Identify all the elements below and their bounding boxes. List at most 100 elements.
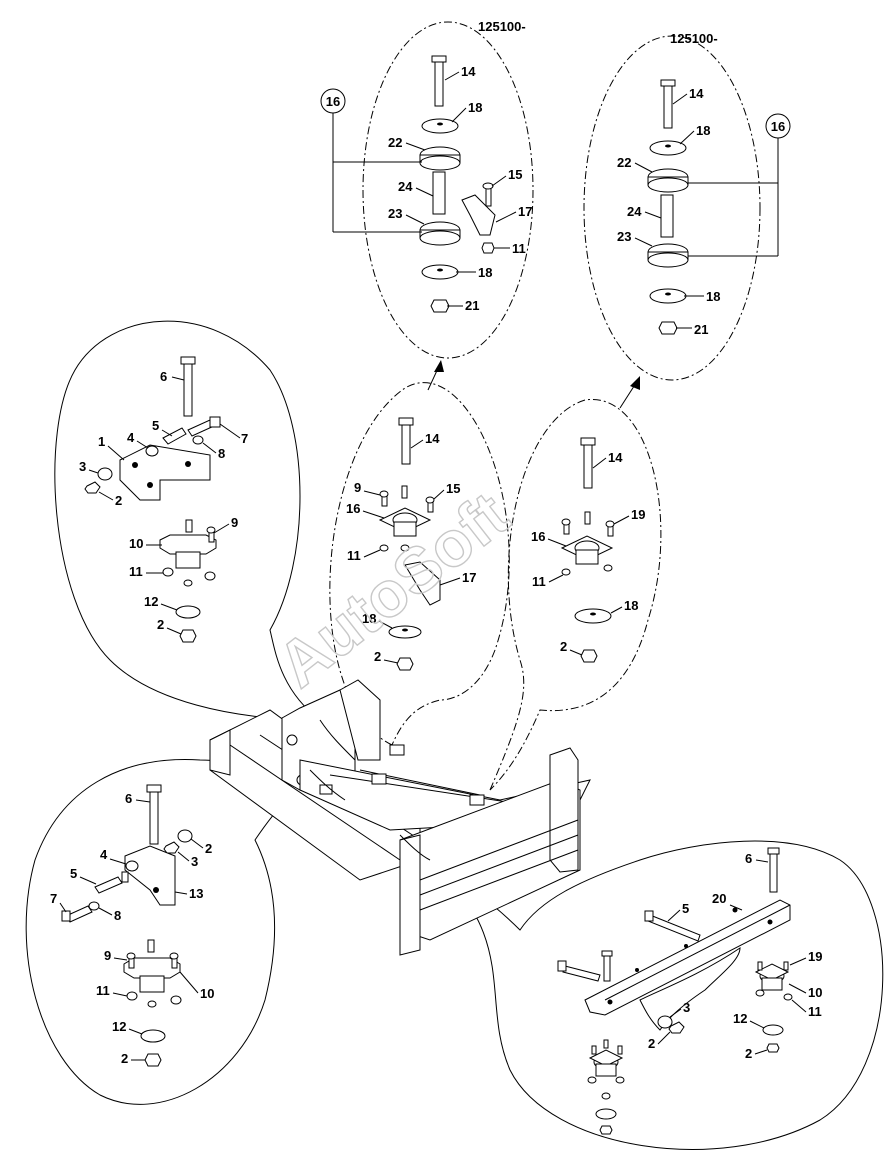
label-5: 5 (70, 866, 77, 881)
label-8: 8 (218, 446, 225, 461)
serial-header-left: 125100- (478, 19, 526, 34)
label-18b: 18 (706, 289, 720, 304)
label-14: 14 (689, 86, 704, 101)
watermark-text: AutoSoft (264, 478, 521, 701)
label-18: 18 (468, 100, 482, 115)
label-10: 10 (808, 985, 822, 1000)
label-14: 14 (425, 431, 440, 446)
label-14: 14 (461, 64, 476, 79)
label-18: 18 (362, 611, 376, 626)
label-4: 4 (127, 430, 135, 445)
left-upper-parts (84, 356, 221, 643)
label-10: 10 (129, 536, 143, 551)
center-labels: 14 9 15 16 11 17 18 2 (346, 431, 476, 664)
label-1: 1 (98, 434, 105, 449)
label-24: 24 (398, 179, 413, 194)
serial-header-right: 125100- (670, 31, 718, 46)
left-lower-parts (61, 784, 193, 1067)
label-7: 7 (241, 431, 248, 446)
top-right-detail-bubble (583, 35, 761, 381)
label-17: 17 (462, 570, 476, 585)
callout-16-left-label: 16 (326, 94, 340, 109)
right-center-labels: 14 19 16 11 18 2 (531, 450, 645, 656)
arrow-connectors (427, 360, 640, 409)
label-24: 24 (627, 204, 642, 219)
left-upper-labels: 6 5 4 7 1 8 3 2 9 10 11 12 2 (79, 369, 248, 635)
left-upper-detail-bubble (54, 320, 322, 721)
label-11: 11 (808, 1004, 822, 1019)
left-lower-detail-bubble (25, 759, 312, 1105)
top-right-labels: 14 18 22 24 23 18 21 (617, 86, 720, 337)
main-frame (209, 679, 591, 956)
label-3: 3 (79, 459, 86, 474)
label-2b: 2 (745, 1046, 752, 1061)
label-2b: 2 (121, 1051, 128, 1066)
label-18: 18 (624, 598, 638, 613)
label-11: 11 (129, 564, 143, 579)
label-16: 16 (346, 501, 360, 516)
label-11: 11 (347, 548, 361, 563)
serial-headers: 125100- 125100- (478, 19, 718, 46)
label-2: 2 (205, 841, 212, 856)
label-9: 9 (104, 948, 111, 963)
center-detail-bubble (329, 382, 510, 746)
label-15: 15 (508, 167, 522, 182)
callout-16-right: 16 (688, 113, 791, 257)
watermark: AutoSoft (264, 477, 523, 701)
label-2: 2 (560, 639, 567, 654)
label-6: 6 (745, 851, 752, 866)
label-9: 9 (231, 515, 238, 530)
label-5: 5 (152, 418, 159, 433)
right-center-detail-bubble (489, 399, 662, 791)
label-15: 15 (446, 481, 460, 496)
label-9: 9 (354, 480, 361, 495)
top-left-mount-stack (419, 55, 496, 313)
label-21: 21 (465, 298, 479, 313)
label-2: 2 (648, 1036, 655, 1051)
label-19: 19 (808, 949, 822, 964)
label-10: 10 (200, 986, 214, 1001)
label-17: 17 (518, 204, 532, 219)
label-11: 11 (532, 574, 546, 589)
bubble-leaders (309, 719, 431, 861)
label-2b: 2 (157, 617, 164, 632)
label-3: 3 (191, 854, 198, 869)
label-14: 14 (608, 450, 623, 465)
label-2: 2 (374, 649, 381, 664)
label-21: 21 (694, 322, 708, 337)
label-2: 2 (115, 493, 122, 508)
label-18: 18 (696, 123, 710, 138)
label-13: 13 (189, 886, 203, 901)
label-23: 23 (388, 206, 402, 221)
callout-16-right-label: 16 (771, 119, 785, 134)
callout-16-left: 16 (320, 88, 422, 233)
bottom-right-parts (557, 847, 793, 1135)
label-3: 3 (683, 1000, 690, 1015)
label-20: 20 (712, 891, 726, 906)
label-22: 22 (617, 155, 631, 170)
label-19: 19 (631, 507, 645, 522)
label-22: 22 (388, 135, 402, 150)
label-16: 16 (531, 529, 545, 544)
center-parts (378, 417, 441, 671)
top-left-detail-bubble (362, 21, 534, 359)
top-left-labels: 14 18 22 24 23 18 21 15 17 11 (388, 64, 532, 313)
label-7: 7 (50, 891, 57, 906)
label-11: 11 (96, 983, 110, 998)
label-12: 12 (112, 1019, 126, 1034)
label-8: 8 (114, 908, 121, 923)
top-right-mount-stack (647, 79, 689, 335)
bottom-right-labels: 6 5 20 19 10 11 3 2 12 2 (648, 851, 822, 1061)
label-4: 4 (100, 847, 108, 862)
label-11: 11 (512, 241, 526, 256)
label-18b: 18 (478, 265, 492, 280)
label-6: 6 (125, 791, 132, 806)
label-12: 12 (733, 1011, 747, 1026)
left-lower-labels: 6 2 3 4 5 13 7 8 9 10 11 12 2 (50, 791, 214, 1066)
label-6: 6 (160, 369, 167, 384)
right-center-parts (560, 437, 615, 663)
label-23: 23 (617, 229, 631, 244)
label-12: 12 (144, 594, 158, 609)
label-5: 5 (682, 901, 689, 916)
